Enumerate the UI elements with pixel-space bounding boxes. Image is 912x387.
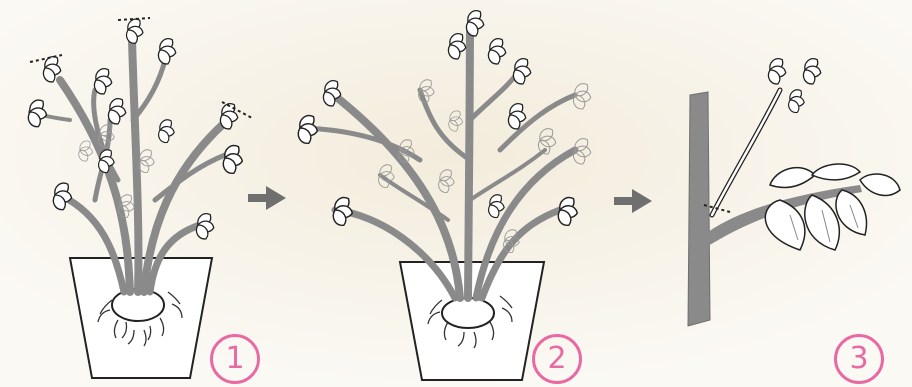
step-number-2: 2	[532, 334, 582, 384]
tuber-2	[442, 298, 494, 328]
step-number-3: 3	[834, 334, 884, 384]
step-number-1: 1	[210, 334, 260, 384]
main-stem	[688, 92, 710, 326]
